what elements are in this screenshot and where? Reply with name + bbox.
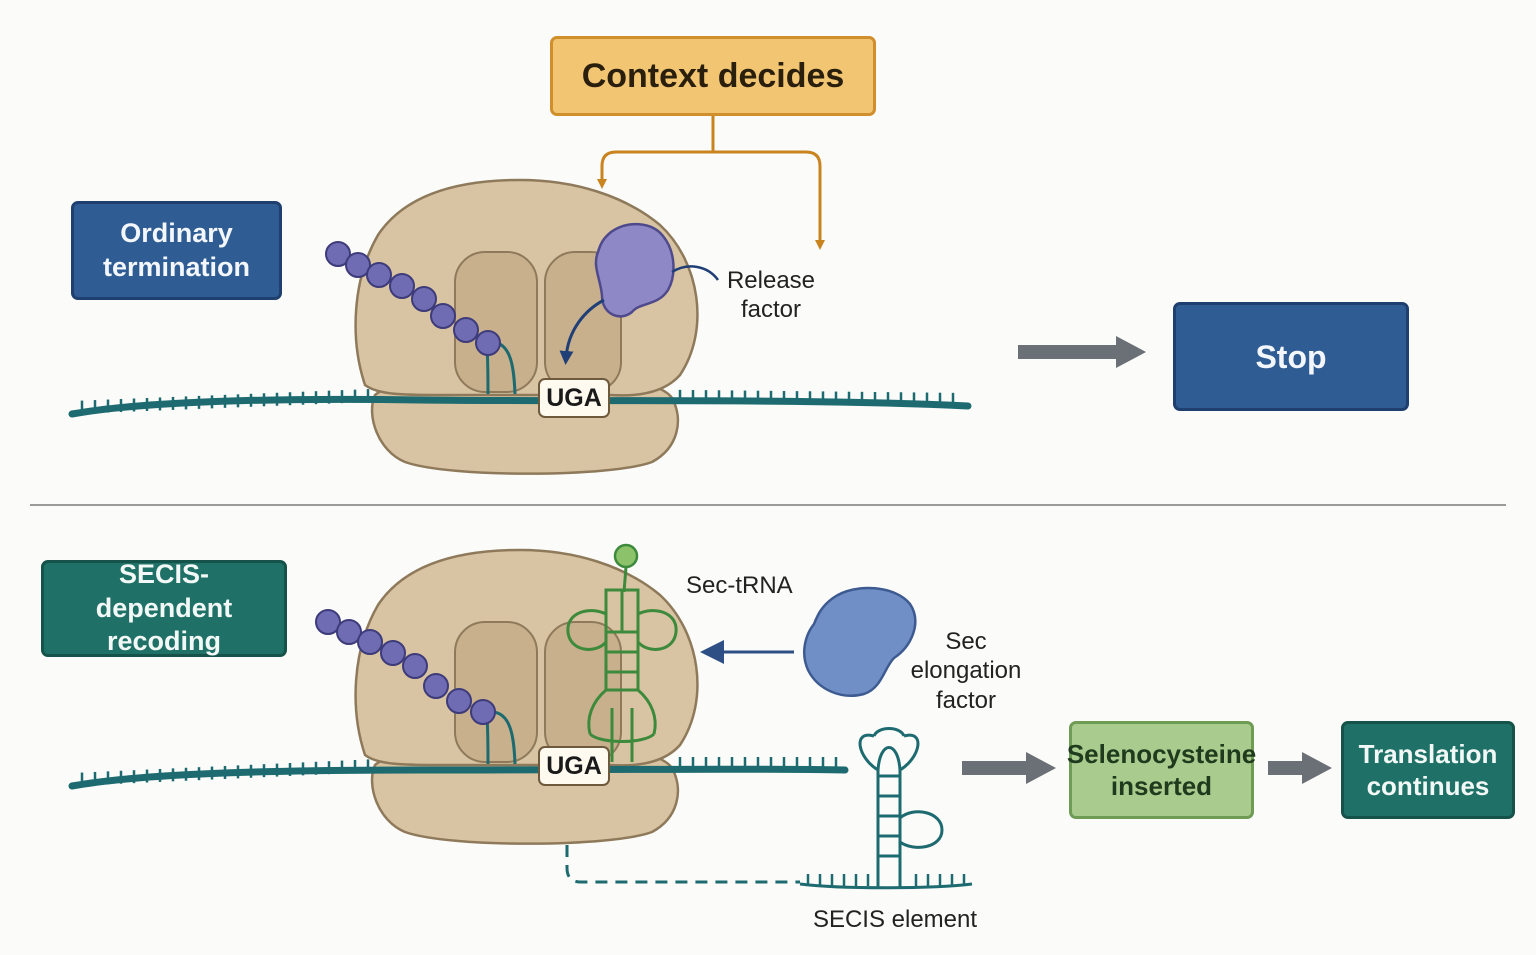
- sec-elongation-factor-label: Sec elongation factor: [910, 628, 1022, 714]
- stop-outcome-box: Stop: [1173, 302, 1409, 411]
- context-decides-box: Context decides: [550, 36, 876, 116]
- peptide-bead: [453, 317, 479, 343]
- top-uga-codon: UGA: [538, 378, 610, 418]
- release-factor-label: Release factor: [726, 267, 816, 324]
- translation-continues-box: Translation continues: [1341, 721, 1515, 819]
- secis-dependent-recoding-box: SECIS-dependent recoding: [41, 559, 287, 657]
- sec-elongation-factor: [700, 586, 917, 697]
- secis-element-label: SECIS element: [812, 906, 978, 933]
- sec-trna: [566, 543, 678, 762]
- peptide-bead: [389, 273, 415, 299]
- secis-hairpin: [799, 727, 973, 890]
- peptide-bead: [430, 303, 456, 329]
- peptide-bead: [423, 673, 449, 699]
- top-ribosome: [354, 178, 699, 475]
- context-arrows: [597, 116, 825, 250]
- peptide-bead: [336, 619, 362, 645]
- peptide-bead: [446, 688, 472, 714]
- selenocysteine-inserted-box: Selenocysteine inserted: [1067, 721, 1256, 819]
- bottom-peptide-chain: [315, 609, 496, 725]
- bottom-flow-arrow-2: [1268, 752, 1332, 784]
- peptide-bead: [366, 262, 392, 288]
- peptide-bead: [345, 252, 371, 278]
- peptide-bead: [402, 653, 428, 679]
- peptide-bead: [315, 609, 341, 635]
- release-factor: [559, 223, 720, 365]
- peptide-bead: [411, 286, 437, 312]
- peptide-bead: [475, 330, 501, 356]
- peptide-bead: [380, 640, 406, 666]
- peptide-bead: [357, 629, 383, 655]
- peptide-bead: [325, 241, 351, 267]
- top-mrna: [68, 389, 972, 418]
- bottom-uga-codon: UGA: [538, 746, 610, 786]
- bottom-mrna: [68, 757, 849, 790]
- peptide-bead: [470, 699, 496, 725]
- bottom-flow-arrow-1: [962, 752, 1056, 784]
- sec-trna-label: Sec-tRNA: [686, 572, 793, 599]
- ordinary-termination-box: Ordinary termination: [71, 201, 282, 300]
- top-peptide-chain: [325, 241, 501, 356]
- top-flow-arrow: [1018, 336, 1146, 368]
